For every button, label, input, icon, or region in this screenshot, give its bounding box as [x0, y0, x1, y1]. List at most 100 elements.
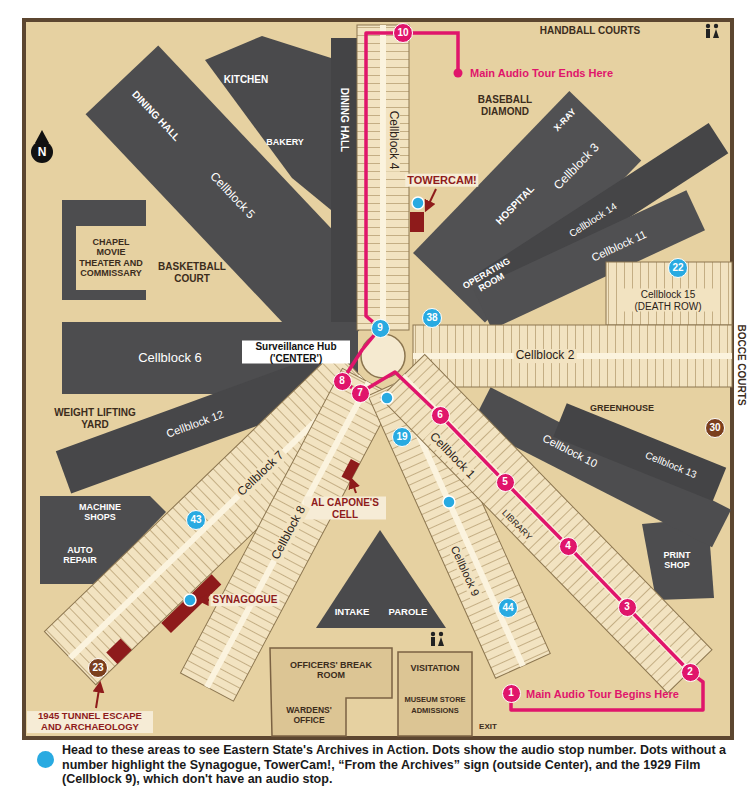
stop-number: 4 [565, 541, 571, 551]
capone-cell [342, 459, 360, 481]
stop-circle: 1 [502, 684, 521, 703]
dining-hall-building [331, 38, 357, 328]
stop-number: 1 [508, 688, 514, 698]
stop-circle: 8 [333, 372, 352, 391]
area-label: EXIT [477, 722, 499, 731]
area-label: MACHINE SHOPS [70, 502, 130, 523]
tour-route [575, 553, 621, 600]
area-label: VISITATION [408, 663, 461, 673]
towercam-marker [410, 212, 424, 232]
area-label: X-RAY [550, 105, 579, 135]
area-label: Cellblock 6 [136, 351, 204, 366]
icon-head [714, 24, 718, 28]
stop-circle: 38 [422, 308, 442, 328]
area-label: Cellblock 2 [514, 349, 577, 363]
area-label: WARDENS' OFFICE [274, 706, 344, 726]
compass-letter: N [36, 146, 49, 160]
area-label: Cellblock 5 [205, 168, 258, 223]
tour-route [368, 372, 433, 408]
stop-circle: 22 [668, 258, 688, 278]
area-label: Cellblock 15 (DEATH ROW) [623, 289, 713, 312]
cell-rows [413, 325, 732, 387]
tour-route [634, 614, 684, 665]
tunnel-marker [106, 639, 132, 664]
tour-route [511, 678, 703, 710]
stop-number: 6 [437, 410, 443, 420]
area-label: WEIGHT LIFTING YARD [45, 407, 145, 430]
icon-body [713, 29, 719, 38]
stop-number: 23 [92, 663, 103, 673]
icon-body [438, 637, 444, 646]
stop-number: 5 [502, 477, 508, 487]
callout-label: AL CAPONE'S CELL [304, 497, 386, 520]
stop-number: 19 [396, 432, 407, 442]
legend-text: Head to these areas to see Eastern State… [62, 743, 738, 787]
stop-circle: 23 [88, 658, 108, 678]
leader-arrow [351, 479, 356, 493]
stop-number: 30 [709, 423, 720, 433]
icon-head [439, 632, 443, 636]
area-label: CHAPEL MOVIE THEATER AND COMMISSARY [75, 237, 147, 278]
stop-circle: 6 [431, 406, 450, 425]
archive-dot [443, 496, 455, 508]
tour-end-dot [454, 69, 463, 78]
stop-circle: 10 [393, 23, 413, 43]
stop-circle: 7 [351, 384, 370, 403]
prison-wall [24, 20, 732, 738]
stop-number: 8 [339, 376, 345, 386]
area-label: GREENHOUSE [588, 403, 656, 413]
area-label: Cellblock 10 [539, 431, 602, 471]
area-label: Cellblock 4 [386, 109, 400, 172]
archive-dot [412, 197, 424, 209]
stop-circle: 19 [392, 427, 412, 447]
stop-number: 22 [672, 263, 683, 273]
capone-cell-marker [342, 459, 360, 481]
area-label: BASEBALL DIAMOND [467, 94, 543, 117]
callout-label: TOWERCAM! [405, 174, 478, 187]
stop-circle: 3 [618, 598, 637, 617]
area-label: Cellblock 14 [565, 199, 620, 240]
stop-number: 3 [624, 602, 630, 612]
area-label: PAROLE [387, 607, 430, 618]
tour-route [347, 335, 374, 373]
callout-label: 1945 TUNNEL ESCAPE AND ARCHAEOLOGY [27, 711, 153, 733]
area-label: Cellblock 7 [234, 447, 289, 500]
area-label: DINING HALL [338, 86, 350, 154]
area-label: ADMISSIONS [409, 707, 461, 716]
icon-body [706, 29, 710, 38]
area-label: OPERATING ROOM [455, 253, 523, 304]
leader-arrow [199, 599, 209, 601]
tour-note: Main Audio Tour Ends Here [468, 67, 615, 80]
chapel-floor [76, 226, 146, 290]
cell-rows [357, 25, 409, 330]
tour-route [366, 33, 393, 322]
stop-circle: 9 [371, 319, 390, 338]
hub-label: Surveillance Hub ('CENTER') [242, 341, 350, 364]
area-label: LIBRARY [499, 506, 536, 544]
area-label: Cellblock 13 [642, 449, 701, 482]
cellblock-light [413, 325, 732, 387]
area-label: Cellblock 3 [550, 140, 603, 195]
area-label: KITCHEN [222, 74, 270, 86]
callout-label: SYNAGOGUE [210, 594, 279, 606]
archive-dot [184, 594, 196, 606]
stop-number: 7 [357, 388, 363, 398]
north-badge [31, 141, 53, 163]
office-building [270, 648, 392, 736]
stop-circle: 4 [559, 537, 578, 556]
restroom-icon [431, 632, 444, 646]
stop-circle: 43 [186, 510, 206, 530]
area-label: INTAKE [333, 607, 372, 618]
area-label: Cellblock 9 [447, 542, 482, 600]
leader-arrow [426, 189, 436, 210]
stop-number: 10 [397, 28, 408, 38]
corridor [204, 381, 371, 688]
area-label: BOCCE COURTS [735, 322, 747, 407]
restroom-icon [706, 24, 719, 38]
